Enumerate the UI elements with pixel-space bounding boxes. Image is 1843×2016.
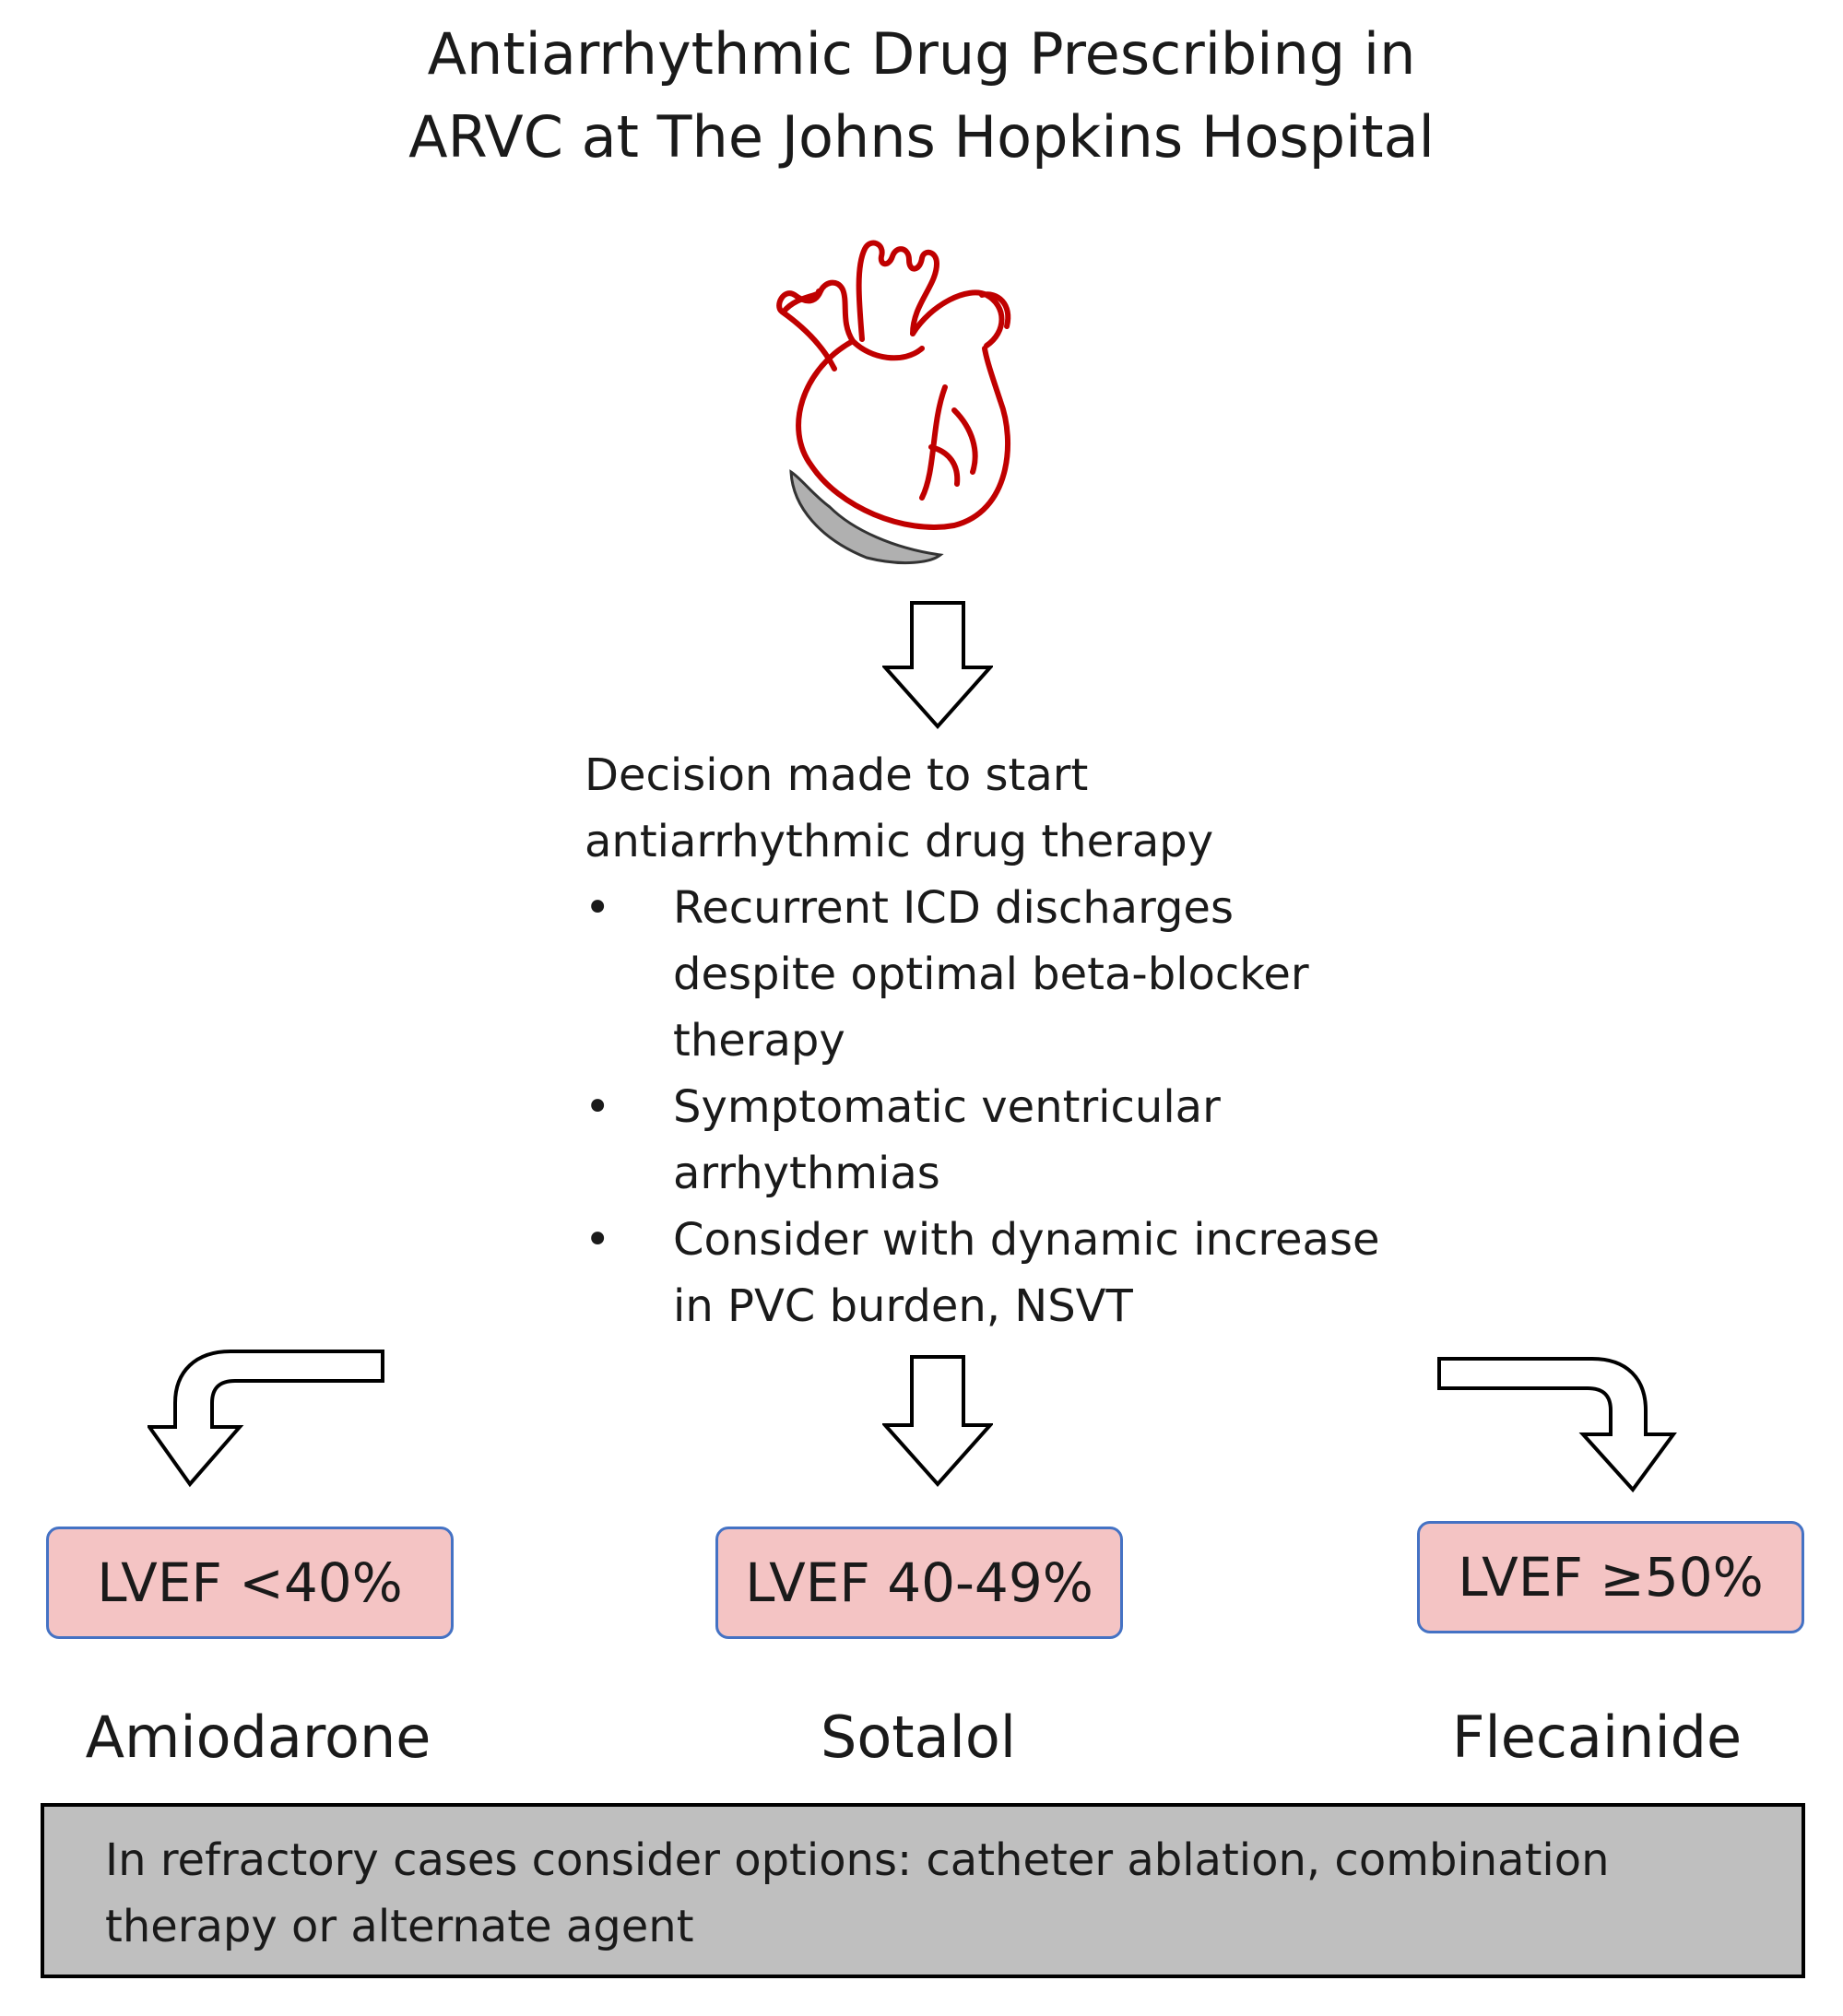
bullet-icon: • bbox=[585, 1081, 611, 1133]
drug-flecainide: Flecainide bbox=[1451, 1704, 1743, 1771]
title-line-1: Antiarrhythmic Drug Prescribing in bbox=[427, 20, 1416, 88]
list-item-line: Consider with dynamic increase bbox=[673, 1214, 1380, 1266]
lvef-box-mid: LVEF 40-49% bbox=[715, 1527, 1123, 1639]
decision-lead-2: antiarrhythmic drug therapy bbox=[585, 816, 1214, 867]
lvef-label: LVEF <40% bbox=[97, 1551, 403, 1614]
lvef-label: LVEF ≥50% bbox=[1458, 1546, 1764, 1609]
title-line-2: ARVC at The Johns Hopkins Hospital bbox=[408, 103, 1435, 171]
middle-down-arrow-icon bbox=[882, 1355, 993, 1488]
list-item-line: arrhythmias bbox=[673, 1148, 940, 1199]
lvef-box-low: LVEF <40% bbox=[46, 1527, 454, 1639]
list-item-line: Symptomatic ventricular bbox=[673, 1081, 1221, 1133]
heart-icon bbox=[776, 240, 1011, 565]
right-bent-arrow-icon bbox=[1437, 1357, 1677, 1493]
list-item: • Consider with dynamic increase in PVC … bbox=[585, 1207, 1414, 1339]
bullet-icon: • bbox=[585, 1214, 611, 1266]
list-item-line: in PVC burden, NSVT bbox=[673, 1280, 1133, 1332]
indication-list: • Recurrent ICD discharges despite optim… bbox=[585, 875, 1414, 1339]
left-bent-arrow-icon bbox=[148, 1350, 384, 1488]
decision-text: Decision made to start antiarrhythmic dr… bbox=[585, 742, 1414, 1339]
list-item-line: therapy bbox=[673, 1015, 845, 1067]
bullet-icon: • bbox=[585, 882, 611, 934]
list-item-line: despite optimal beta-blocker bbox=[673, 949, 1309, 1000]
note-line-2: therapy or alternate agent bbox=[105, 1901, 694, 1952]
list-item: • Symptomatic ventricular arrhythmias bbox=[585, 1074, 1414, 1207]
lvef-label: LVEF 40-49% bbox=[745, 1551, 1093, 1614]
drug-sotalol: Sotalol bbox=[821, 1704, 1016, 1771]
drug-amiodarone: Amiodarone bbox=[85, 1704, 431, 1771]
list-item-line: Recurrent ICD discharges bbox=[673, 882, 1234, 934]
lvef-box-high: LVEF ≥50% bbox=[1417, 1521, 1804, 1633]
note-line-1: In refractory cases consider options: ca… bbox=[105, 1834, 1610, 1886]
refractory-note: In refractory cases consider options: ca… bbox=[41, 1803, 1805, 1978]
diagram-title: Antiarrhythmic Drug Prescribing in ARVC … bbox=[0, 13, 1843, 179]
decision-lead-1: Decision made to start bbox=[585, 749, 1089, 801]
list-item: • Recurrent ICD discharges despite optim… bbox=[585, 875, 1414, 1074]
down-arrow-icon bbox=[882, 601, 993, 730]
